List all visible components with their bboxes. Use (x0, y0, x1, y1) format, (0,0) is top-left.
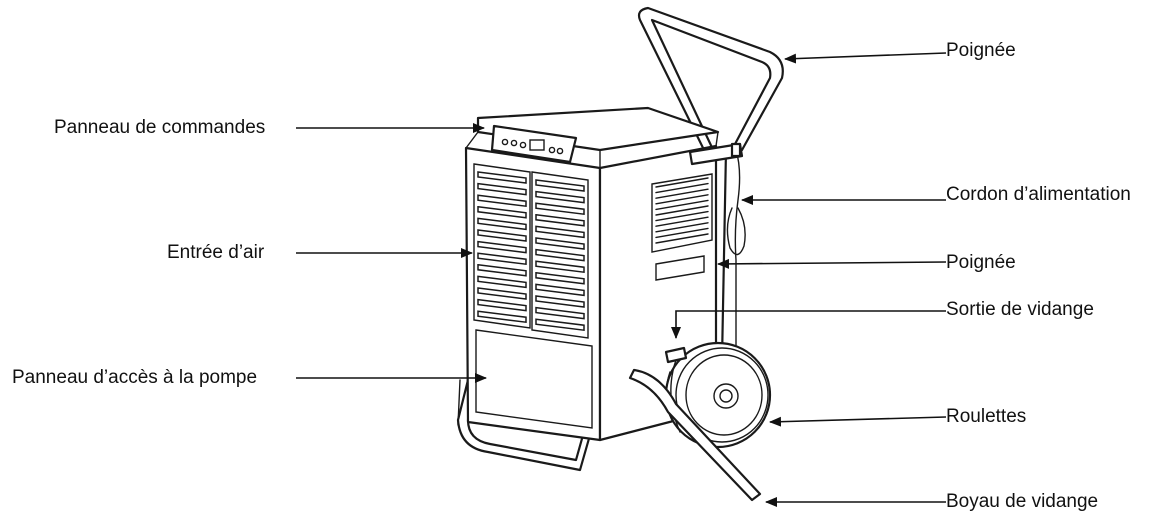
label-handle-side: Poignée (946, 252, 1016, 273)
grille-slat (477, 171, 527, 184)
leader-lines (296, 52, 947, 507)
grille-slat (535, 295, 585, 308)
side-vent-slat (655, 182, 709, 194)
grille-slat (477, 252, 527, 266)
label-handle-top: Poignée (946, 40, 1016, 61)
side-vent-slat (655, 199, 709, 211)
grille-slat (477, 310, 527, 324)
label-air-inlet: Entrée d’air (167, 242, 265, 263)
grille-slat (477, 275, 527, 289)
side-handle-recess (655, 255, 705, 281)
grille-slat (477, 182, 527, 196)
side-vent (651, 173, 713, 253)
grille-slat (535, 190, 585, 204)
label-drain-outlet: Sortie de vidange (946, 299, 1094, 320)
control-panel (490, 124, 578, 164)
grille-slat (535, 318, 585, 332)
grille-slat (535, 260, 585, 274)
air-inlet-grille (473, 163, 589, 339)
label-drain-hose: Boyau de vidange (946, 491, 1098, 512)
drain-hose (628, 368, 762, 502)
grille-slat (535, 213, 585, 227)
grille-slat (477, 205, 527, 219)
cart-frame-left-bar (457, 379, 461, 426)
side-vent-slat (655, 205, 709, 216)
grille-slat (477, 263, 527, 277)
side-vent-slat (655, 216, 709, 227)
grille-slat (477, 229, 527, 242)
grille-slat (535, 306, 585, 320)
side-vent-slat (655, 210, 709, 222)
side-vent-slat (655, 222, 709, 233)
grille-slat (535, 225, 585, 239)
side-vent-slat (655, 177, 709, 188)
grille-slat (535, 248, 585, 262)
label-wheels: Roulettes (946, 406, 1026, 427)
top-handle-frame (637, 6, 784, 160)
power-cord (734, 149, 741, 391)
pump-access-panel (475, 329, 593, 429)
label-control-panel: Panneau de commandes (54, 117, 265, 138)
grille-slat (477, 217, 527, 231)
label-pump-access-panel: Panneau d’accès à la pompe (12, 367, 257, 388)
dehumidifier-illustration (456, 6, 784, 502)
side-vent-slat (655, 227, 709, 239)
grille-slat (535, 271, 585, 285)
grille-slat (477, 287, 527, 300)
grille-slat (477, 298, 527, 312)
grille-slat (535, 179, 585, 192)
grille-slat (535, 283, 585, 297)
grille-slat (535, 202, 585, 216)
grille-slat (477, 240, 527, 254)
side-vent-slat (655, 188, 709, 199)
side-vent-slat (655, 233, 709, 244)
side-vent-slat (655, 194, 709, 205)
label-power-cord: Cordon d’alimentation (946, 184, 1131, 205)
grille-slat (477, 194, 527, 208)
grille-slat (535, 237, 585, 250)
